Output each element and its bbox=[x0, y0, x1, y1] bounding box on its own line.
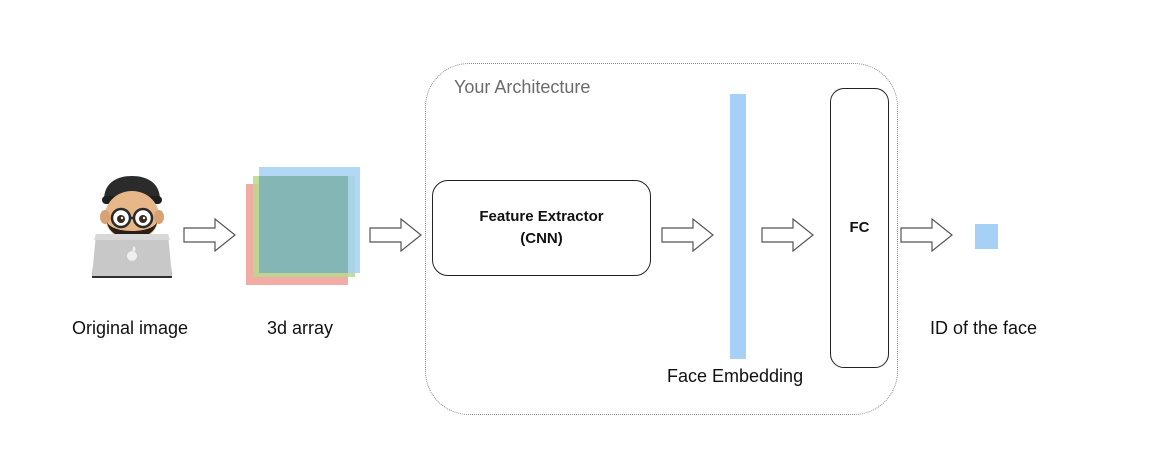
feature-extractor-subtitle: (CNN) bbox=[520, 230, 563, 247]
person-with-laptop-icon bbox=[86, 174, 178, 278]
fc-box: FC bbox=[830, 88, 889, 368]
feature-extractor-title: Feature Extractor bbox=[479, 208, 604, 225]
arrow-right-icon bbox=[761, 218, 815, 252]
face-id-label: ID of the face bbox=[930, 318, 1038, 338]
architecture-title: Your Architecture bbox=[454, 77, 591, 97]
arrow-right-icon bbox=[661, 218, 715, 252]
face-id-output bbox=[975, 224, 998, 249]
array-label: 3d array bbox=[267, 318, 334, 338]
fc-label: FC bbox=[849, 218, 870, 236]
feature-extractor-box: Feature Extractor (CNN) bbox=[432, 180, 651, 276]
arrow-right-icon bbox=[900, 218, 954, 252]
original-image-label: Original image bbox=[72, 318, 189, 338]
face-embedding-label: Face Embedding bbox=[667, 366, 804, 386]
array-overlap bbox=[259, 176, 348, 273]
arrow-right-icon bbox=[369, 218, 423, 252]
architecture-container bbox=[425, 63, 898, 415]
arrow-right-icon bbox=[183, 218, 237, 252]
face-embedding-bar bbox=[730, 94, 746, 359]
